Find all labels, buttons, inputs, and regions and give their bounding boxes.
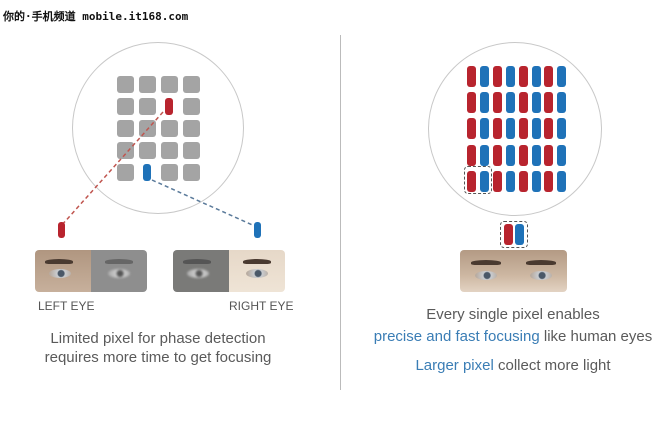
blue-subpixel	[479, 118, 489, 140]
dual-pixel-detail	[500, 221, 528, 248]
blue-subpixel	[531, 144, 541, 166]
red-subpixel	[544, 92, 554, 114]
red-subpixel	[544, 144, 554, 166]
gray-pixel	[161, 142, 178, 159]
red-subpixel	[492, 170, 502, 192]
pixel-pair-highlight	[464, 166, 492, 194]
red-subpixel	[467, 92, 476, 114]
blue-subpixel	[557, 92, 567, 114]
blue-subpixel	[505, 92, 515, 114]
red-subpixel	[518, 92, 528, 114]
blue-subpixel	[479, 170, 489, 192]
gray-pixel	[161, 120, 178, 137]
caption-text: like human eyes	[539, 328, 653, 345]
gray-pixel	[117, 98, 134, 115]
red-subpixel	[492, 66, 502, 87]
right-caption-line3: Larger pixel collect more light	[340, 357, 670, 374]
blue-subpixel	[557, 66, 567, 87]
divider	[340, 35, 341, 390]
gray-pixel	[117, 76, 134, 93]
caption-text: collect more light	[493, 357, 611, 374]
blue-subpixel	[479, 144, 489, 166]
red-dashed-line	[60, 111, 164, 227]
gray-pixel	[161, 164, 178, 181]
blue-subpixel	[479, 92, 489, 114]
red-subpixel	[492, 92, 502, 114]
red-subpixel	[544, 66, 554, 87]
red-subpixel	[504, 224, 513, 245]
red-subpixel	[467, 118, 476, 140]
gray-pixel	[183, 120, 200, 137]
gray-pixel	[139, 142, 156, 159]
red-phase-pixel	[165, 98, 173, 115]
both-eyes-image	[460, 250, 567, 292]
watermark: 你的·手机频道 mobile.it168.com	[3, 10, 189, 23]
gray-pixel	[183, 142, 200, 159]
red-subpixel	[544, 118, 554, 140]
left-eye-image	[35, 250, 147, 292]
left-magnifier-circle	[72, 42, 244, 214]
red-subpixel	[492, 144, 502, 166]
red-subpixel	[467, 170, 476, 192]
blue-subpixel	[557, 170, 567, 192]
blue-subpixel	[505, 144, 515, 166]
phase-lines	[60, 111, 258, 228]
left-caption-line1: Limited pixel for phase detection	[50, 330, 266, 347]
gray-pixel	[183, 98, 200, 115]
blue-subpixel	[479, 66, 489, 87]
blue-subpixel	[531, 66, 541, 87]
blue-subpixel	[515, 224, 524, 245]
blue-subpixel	[557, 144, 567, 166]
gray-pixel	[117, 142, 134, 159]
blue-subpixel	[531, 170, 541, 192]
gray-pixel	[183, 164, 200, 181]
left-caption-line2: requires more time to get focusing	[44, 349, 272, 366]
blue-subpixel	[531, 92, 541, 114]
red-subpixel	[518, 66, 528, 87]
left-phase-pixel	[58, 222, 65, 238]
gray-pixel	[139, 98, 156, 115]
gray-pixel	[117, 164, 134, 181]
blue-subpixel	[505, 66, 515, 87]
left-eye-label: LEFT EYE	[38, 299, 95, 313]
blue-dashed-line	[151, 179, 258, 228]
right-caption-line1: Every single pixel enables	[426, 306, 600, 323]
red-subpixel	[518, 144, 528, 166]
right-magnifier-circle	[428, 42, 602, 216]
red-subpixel	[518, 170, 528, 192]
red-subpixel	[467, 144, 476, 166]
blue-subpixel	[557, 118, 567, 140]
gray-pixel	[161, 76, 178, 93]
caption-highlight: Larger pixel	[415, 357, 494, 374]
red-subpixel	[518, 118, 528, 140]
blue-subpixel	[531, 118, 541, 140]
red-subpixel	[467, 66, 476, 87]
gray-pixel	[183, 76, 200, 93]
blue-phase-pixel	[143, 164, 151, 181]
blue-subpixel	[505, 118, 515, 140]
right-phase-pixel	[254, 222, 261, 238]
caption-highlight: precise and fast focusing	[373, 328, 540, 345]
right-eye-label: RIGHT EYE	[229, 299, 294, 313]
right-caption-line2: precise and fast focusing like human eye…	[340, 328, 670, 345]
blue-subpixel	[505, 170, 515, 192]
right-eye-image	[173, 250, 285, 292]
gray-pixel	[139, 76, 156, 93]
gray-pixel	[117, 120, 134, 137]
red-subpixel	[492, 118, 502, 140]
red-subpixel	[544, 170, 554, 192]
